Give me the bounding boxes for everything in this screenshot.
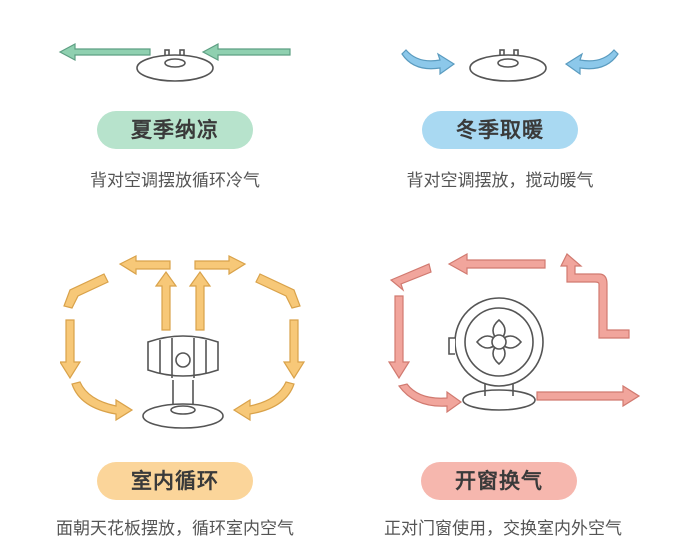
window-ventilation-illustration	[387, 252, 641, 414]
ventilation-arrows-icon	[387, 252, 641, 414]
mode-title-pill: 夏季纳凉	[97, 111, 253, 149]
mode-title: 室内循环	[131, 469, 219, 493]
winter-fan-illustration	[401, 49, 619, 82]
airflow-arrow-right-icon	[201, 43, 291, 61]
airflow-arrow-right-icon	[564, 49, 619, 76]
fan-body-icon	[142, 335, 224, 429]
mode-title: 冬季取暖	[456, 118, 544, 142]
mode-description: 面朝天花板摆放，循环室内空气	[56, 519, 294, 539]
airflow-arrow-left-icon	[58, 43, 151, 61]
fan-base-icon	[469, 49, 547, 82]
circulation-arrows-icon	[60, 255, 306, 422]
summer-fan-illustration	[58, 43, 291, 82]
mode-title-pill: 开窗换气	[421, 462, 577, 500]
mode-description: 背对空调摆放，搅动暖气	[406, 171, 594, 191]
mode-title-pill: 冬季取暖	[422, 111, 578, 149]
mode-description: 正对门窗使用，交换室内外空气	[384, 519, 622, 539]
indoor-circulation-illustration	[60, 255, 306, 429]
airflow-arrow-left-icon	[401, 49, 456, 76]
fan-body-icon	[448, 297, 544, 411]
mode-title-pill: 室内循环	[97, 462, 253, 500]
mode-description: 背对空调摆放循环冷气	[90, 171, 260, 191]
fan-base-icon	[136, 49, 214, 82]
mode-title: 开窗换气	[455, 469, 543, 493]
mode-title: 夏季纳凉	[131, 118, 219, 142]
